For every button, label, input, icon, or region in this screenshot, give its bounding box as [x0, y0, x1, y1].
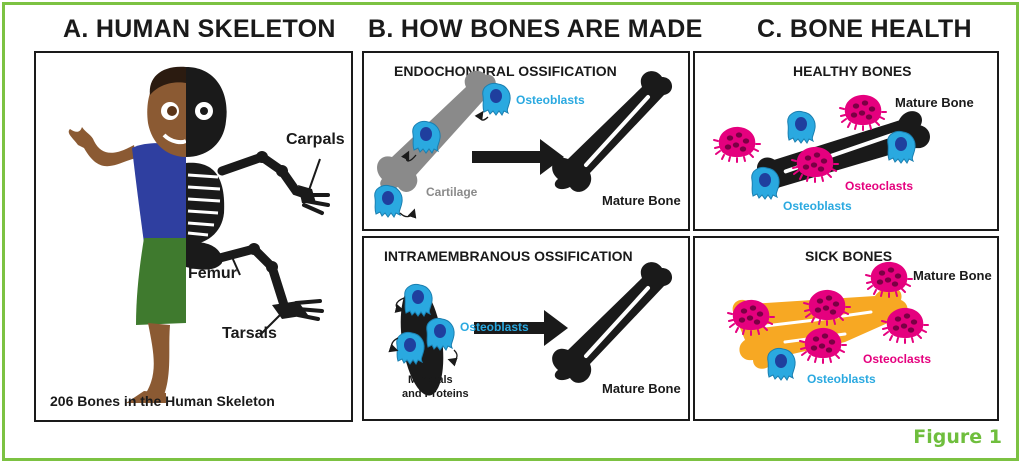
osteoblasts-label: Osteoblasts: [783, 199, 852, 213]
femur-label: Femur: [188, 265, 237, 283]
tarsals-label: Tarsals: [222, 325, 277, 343]
section-b-title: B. HOW BONES ARE MADE: [368, 15, 703, 44]
osteoblast-cell: [483, 84, 510, 116]
osteoblast-cell: [427, 319, 454, 351]
panel-sick-bones: SICK BONES Mature Bone Osteoclasts Osteo…: [693, 236, 999, 421]
mature-bone-label: Mature Bone: [895, 95, 974, 110]
proteins-label: and Proteins: [402, 388, 469, 400]
carpals-label: Carpals: [286, 131, 345, 149]
carpals-pointer: [308, 159, 320, 193]
process-arrow: [472, 139, 564, 175]
osteoblast-cell: [752, 168, 779, 200]
osteoclast-cell: [840, 95, 886, 130]
panel-endochondral: ENDOCHONDRAL OSSIFICATION Osteoblasts Ca…: [362, 51, 690, 231]
minerals-label: Minerals: [408, 374, 453, 386]
osteoclasts-label: Osteoclasts: [863, 352, 931, 366]
shirt: [132, 143, 186, 243]
cartilage-label: Cartilage: [426, 185, 477, 199]
panel-human-skeleton: Carpals Femur Tarsals 206 Bones in the H…: [34, 51, 353, 422]
shorts: [136, 238, 186, 325]
osteoblast-cell: [413, 122, 440, 154]
section-c-title: C. BONE HEALTH: [757, 15, 972, 44]
section-a-title: A. HUMAN SKELETON: [63, 15, 336, 44]
skeleton-illustration: [36, 53, 351, 420]
mature-bone: [552, 262, 672, 383]
osteoblast-cell: [788, 112, 815, 144]
figure-label: Figure 1: [913, 426, 1002, 448]
osteoblasts-label: Osteoblasts: [516, 93, 585, 107]
osteoblast-cell: [397, 333, 424, 365]
mature-bone: [552, 71, 672, 192]
panel-healthy-bones: HEALTHY BONES Mature Bone Osteoclasts Os…: [693, 51, 999, 231]
osteoblasts-label: Osteoblasts: [460, 320, 529, 334]
osteoblast-cell: [405, 285, 432, 317]
skeleton-caption: 206 Bones in the Human Skeleton: [50, 393, 275, 409]
mature-bone-label: Mature Bone: [602, 193, 681, 208]
panel-intramembranous: INTRAMEMBRANOUS OSSIFICATION Osteoblasts…: [362, 236, 690, 421]
osteoblast-cell: [888, 132, 915, 164]
osteoblast-cell: [375, 186, 402, 218]
osteoclast-cell: [866, 262, 912, 297]
leg: [146, 323, 170, 395]
sick-diagram: [695, 238, 997, 419]
arm-bones: [222, 157, 308, 195]
osteoblasts-label: Osteoblasts: [807, 372, 876, 386]
raised-hand: [69, 127, 136, 166]
mature-bone-label: Mature Bone: [913, 268, 992, 283]
osteoclast-cell: [714, 127, 760, 162]
osteoclasts-label: Osteoclasts: [845, 179, 913, 193]
osteoblast-cell: [768, 349, 795, 381]
mature-bone-label: Mature Bone: [602, 381, 681, 396]
